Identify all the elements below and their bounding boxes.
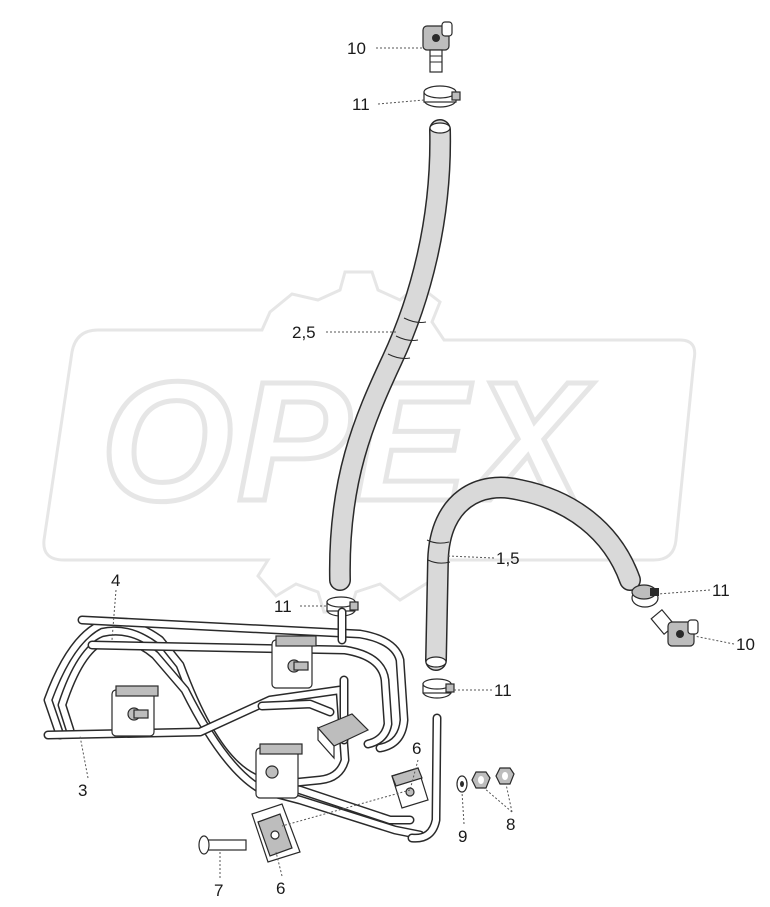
bracket-right	[391, 767, 429, 809]
fitting-right	[650, 608, 699, 647]
callout-9: 9	[458, 827, 467, 846]
callout-2-5: 2,5	[292, 323, 316, 342]
callout-6-right: 6	[412, 739, 421, 758]
callout-6-bottom: 6	[276, 879, 285, 898]
fitting-top	[422, 21, 453, 73]
pipe-block-mid	[271, 635, 317, 689]
washer	[456, 775, 468, 793]
callout-11-lower: 11	[494, 681, 512, 700]
nuts	[471, 767, 515, 789]
callout-1-5: 1,5	[496, 549, 520, 568]
pipe-block-center	[316, 713, 370, 760]
callout-10-right: 10	[736, 635, 755, 654]
clamp-mid	[326, 596, 359, 617]
pipe-bundle	[43, 607, 442, 843]
clamp-top	[423, 85, 461, 108]
bolt	[198, 835, 247, 855]
callout-3: 3	[78, 781, 87, 800]
callout-labels: 10 11 2,5 1,5 11 10 11 11 4 3 6 6 9 8 7	[78, 39, 755, 900]
callout-11-top: 11	[352, 95, 370, 114]
hose-curved	[425, 476, 641, 671]
bracket-bottom	[251, 803, 301, 863]
callout-11-right: 11	[712, 581, 730, 600]
clamp-lower	[422, 678, 455, 699]
pipe-block-front	[255, 743, 303, 799]
watermark-gear-outline	[42, 270, 697, 614]
callout-4: 4	[111, 571, 120, 590]
callout-7: 7	[214, 881, 223, 900]
callout-10-top: 10	[347, 39, 366, 58]
callout-8: 8	[506, 815, 515, 834]
pipe-block-left	[111, 685, 159, 737]
clamp-right	[631, 584, 659, 608]
hose-vertical	[328, 119, 452, 591]
callout-11-mid: 11	[274, 597, 292, 616]
leader-lines	[79, 47, 735, 878]
